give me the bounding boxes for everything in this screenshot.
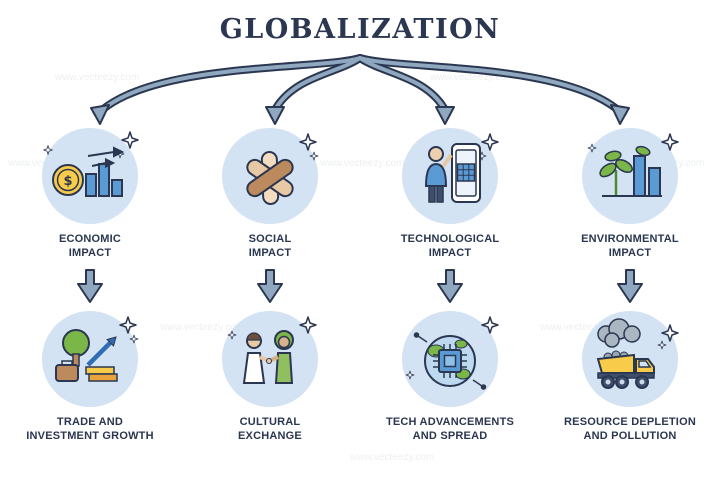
sparkle-icon (657, 324, 679, 350)
arrowhead-social (265, 106, 285, 125)
down-arrow-icon (257, 269, 283, 303)
down-arrow-icon (437, 269, 463, 303)
chip-globe-circuit-icon (405, 316, 499, 390)
people-handshake-icon (227, 316, 317, 384)
svg-text:$: $ (63, 174, 72, 189)
column-economic: $ ECONOMIC IMPACT (0, 128, 180, 444)
arrowhead-technological (435, 106, 455, 125)
sparkle-icon (227, 316, 317, 340)
technological-impact-label: TECHNOLOGICAL IMPACT (400, 233, 500, 259)
social-impact-label: SOCIAL IMPACT (248, 233, 292, 259)
social-impact-illustration (222, 128, 319, 224)
tree-books-growth-arrow-icon (55, 316, 139, 382)
page-title: GLOBALIZATION (219, 14, 501, 45)
person-smartphone-cube-icon (424, 133, 499, 203)
environmental-impact-illustration (582, 128, 679, 224)
sparkle-icon (299, 133, 319, 161)
sparkle-icon (119, 316, 139, 344)
joined-hands-icon (246, 133, 319, 205)
column-social: SOCIAL IMPACT (180, 128, 360, 444)
cultural-exchange-label: CULTURAL EXCHANGE (238, 416, 302, 442)
environmental-impact-label: ENVIRONMENTAL IMPACT (581, 233, 679, 259)
dump-truck-smoke-icon (596, 318, 679, 389)
technological-impact-illustration (402, 128, 499, 224)
trade-growth-illustration (42, 311, 139, 407)
down-arrow-icon (617, 269, 643, 303)
columns: $ ECONOMIC IMPACT (0, 128, 720, 444)
tech-spread-label: TECH ADVANCEMENTS AND SPREAD (385, 416, 515, 442)
trade-growth-label: TRADE AND INVESTMENT GROWTH (26, 416, 154, 442)
watermark-text: www.vecteezy.com (350, 452, 435, 463)
column-environmental: ENVIRONMENTAL IMPACT (540, 128, 720, 444)
watermark-text: www.vecteezy.com (160, 322, 245, 333)
resource-depletion-illustration (582, 311, 679, 407)
plants-bar-chart-icon (587, 133, 679, 197)
resource-depletion-label: RESOURCE DEPLETION AND POLLUTION (564, 416, 696, 442)
sparkle-icon (43, 131, 139, 159)
column-technological: TECHNOLOGICAL IMPACT (360, 128, 540, 444)
economic-impact-illustration: $ (42, 128, 139, 224)
watermark-text: www.vecteezy.com (320, 158, 405, 169)
down-arrow-icon (77, 269, 103, 303)
economic-impact-label: ECONOMIC IMPACT (58, 233, 122, 259)
watermark-text: www.vecteezy.com (55, 72, 140, 83)
sparkle-icon (587, 133, 679, 153)
dollar-coin-bar-chart-icon: $ (43, 131, 139, 197)
tech-spread-illustration (402, 311, 499, 407)
watermark-text: www.vecteezy.com (540, 322, 625, 333)
watermark-text: www.vecteezy.com (430, 72, 515, 83)
arrowhead-environmental (610, 104, 630, 125)
cultural-exchange-illustration (222, 311, 318, 407)
sparkle-icon (405, 316, 499, 380)
branch-arrows (90, 54, 630, 125)
arrowhead-economic (90, 104, 110, 125)
